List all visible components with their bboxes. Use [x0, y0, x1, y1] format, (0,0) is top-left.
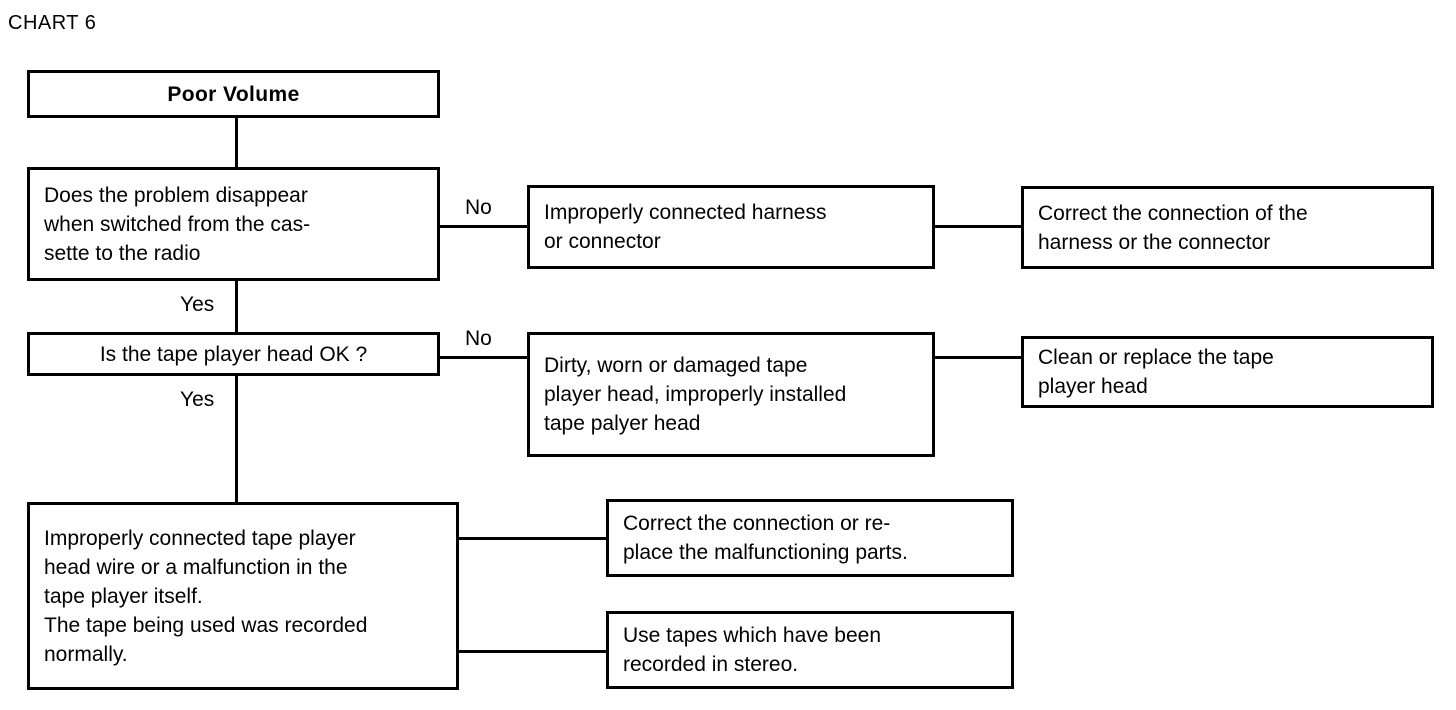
connector-final-cause-to-remedy-2 [459, 650, 607, 653]
node-remedy-use-stereo-tapes: Use tapes which have been recorded in st… [606, 611, 1014, 689]
node-remedy-correct-or-replace-parts: Correct the connection or re- place the … [606, 499, 1014, 577]
chart-title: CHART 6 [8, 12, 97, 34]
node-remedy-correct-harness-connection: Correct the connection of the harness or… [1021, 186, 1434, 269]
node-cause-harness-connector: Improperly connected harness or connecto… [527, 185, 935, 269]
connector-final-cause-to-remedy-1 [459, 537, 607, 540]
connector-start-to-q1 [235, 117, 238, 168]
node-question-tape-head-ok-label: Is the tape player head OK ? [99, 342, 368, 366]
edge-label-q2-yes: Yes [180, 388, 215, 411]
node-poor-volume-label: Poor Volume [167, 82, 300, 106]
connector-q2-no [440, 356, 530, 359]
edge-label-q1-yes: Yes [180, 293, 215, 316]
node-question-cassette-to-radio-label: Does the problem disappear when switched… [44, 183, 311, 265]
connector-q1-yes [235, 281, 238, 332]
connector-cause-harness-to-remedy [935, 225, 1024, 228]
node-question-cassette-to-radio: Does the problem disappear when switched… [27, 167, 440, 281]
connector-q2-yes [235, 376, 238, 503]
connector-cause-tape-head-to-remedy [935, 356, 1024, 359]
node-remedy-correct-harness-connection-label: Correct the connection of the harness or… [1038, 201, 1308, 254]
node-remedy-clean-replace-tape-head-label: Clean or replace the tape player head [1038, 346, 1274, 398]
node-remedy-use-stereo-tapes-label: Use tapes which have been recorded in st… [623, 624, 881, 676]
node-cause-dirty-tape-head-label: Dirty, worn or damaged tape player head,… [544, 354, 847, 435]
edge-label-q2-no: No [465, 327, 492, 350]
node-remedy-clean-replace-tape-head: Clean or replace the tape player head [1021, 336, 1434, 408]
node-cause-dirty-tape-head: Dirty, worn or damaged tape player head,… [527, 332, 935, 457]
node-poor-volume: Poor Volume [27, 70, 440, 118]
node-cause-tape-player-wire-malfunction-label: Improperly connected tape player head wi… [44, 526, 368, 666]
edge-label-q1-no: No [465, 196, 492, 219]
connector-q1-no [440, 225, 530, 228]
node-remedy-correct-or-replace-parts-label: Correct the connection or re- place the … [623, 512, 908, 564]
node-question-tape-head-ok: Is the tape player head OK ? [27, 332, 440, 376]
node-cause-tape-player-wire-malfunction: Improperly connected tape player head wi… [27, 502, 459, 690]
node-cause-harness-connector-label: Improperly connected harness or connecto… [544, 201, 827, 253]
